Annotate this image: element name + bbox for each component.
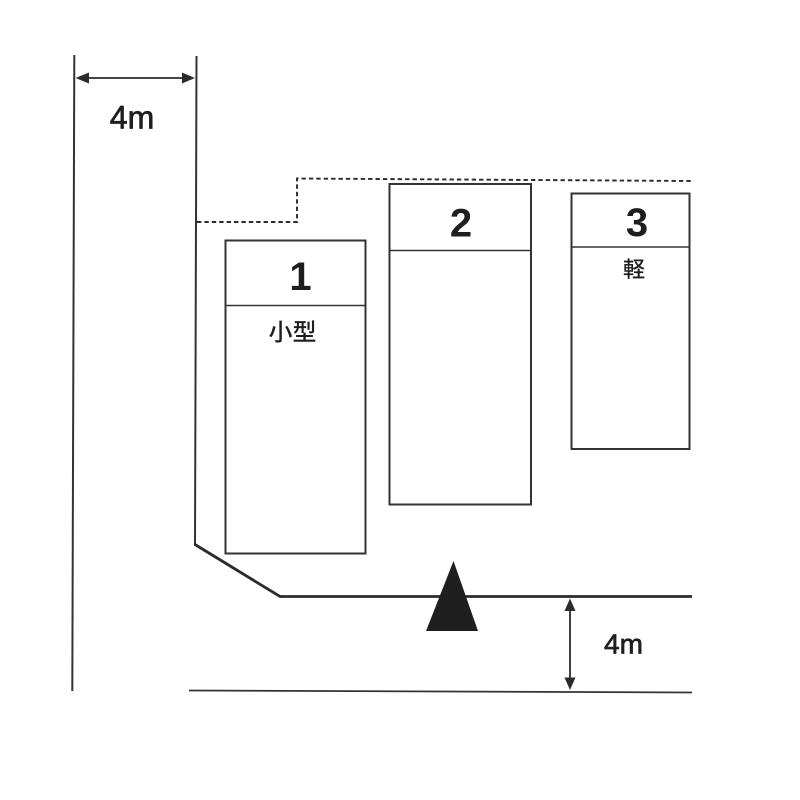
svg-text:4m: 4m bbox=[604, 629, 643, 660]
svg-text:4m: 4m bbox=[110, 100, 154, 136]
svg-text:1: 1 bbox=[289, 255, 311, 299]
svg-text:2: 2 bbox=[450, 202, 472, 246]
svg-text:3: 3 bbox=[626, 201, 648, 245]
